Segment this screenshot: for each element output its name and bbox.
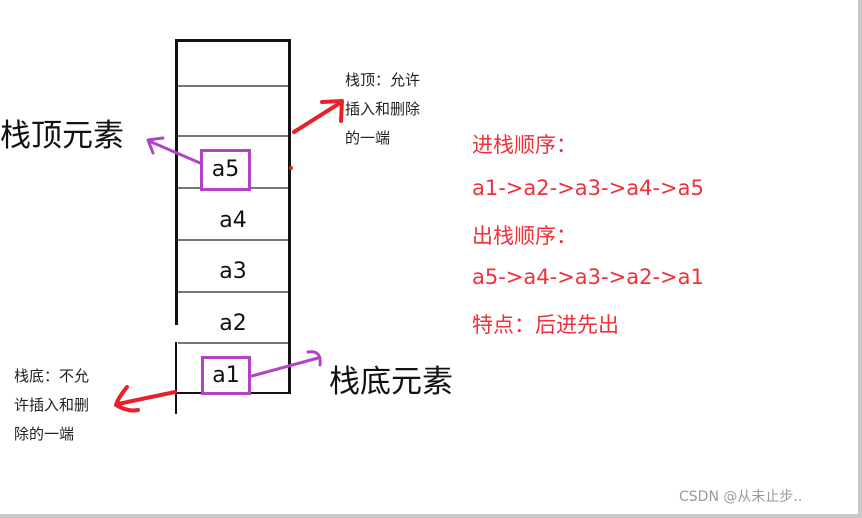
bottom-element-label: 栈底元素	[329, 364, 453, 400]
top-element-label: 栈顶元素	[0, 118, 124, 154]
stack-divider	[178, 239, 288, 241]
lifo-feature-text: 特点：后进先出	[472, 313, 619, 337]
pop-order-title: 出栈顺序：	[472, 224, 577, 248]
stack-divider	[178, 85, 288, 87]
csdn-watermark: CSDN @从未止步..	[679, 489, 803, 505]
stack-divider	[178, 342, 288, 344]
pop-order-sequence: a5->a4->a3->a2->a1	[472, 265, 704, 289]
red-dot-marker-icon	[289, 166, 293, 170]
stack-cell-a4: a4	[219, 208, 247, 233]
push-order-title: 进栈顺序：	[472, 133, 577, 157]
stack-top-note: 栈顶：允许 插入和删除 的一端	[345, 71, 421, 147]
stack-divider	[178, 291, 288, 293]
stack-cell-a2: a2	[219, 311, 247, 336]
stack-bottom-note: 栈底：不允 许插入和删 除的一端	[14, 367, 90, 443]
image-border-bottom	[0, 514, 862, 518]
stack-cell-a1-highlighted: a1	[201, 356, 251, 395]
red-arrow-top-icon	[292, 99, 344, 134]
stack-cell-a3: a3	[219, 259, 247, 284]
stack-divider	[178, 135, 288, 137]
red-arrow-bottom-icon	[114, 385, 177, 413]
stack-left-wall-lower	[175, 342, 177, 414]
stack-left-wall	[175, 39, 178, 325]
image-border-right	[858, 0, 862, 518]
push-order-sequence: a1->a2->a3->a4->a5	[472, 176, 704, 200]
purple-arrow-bottom-icon	[250, 350, 322, 378]
stack-cell-a5-highlighted: a5	[200, 149, 251, 191]
purple-arrow-top-icon	[146, 136, 202, 165]
